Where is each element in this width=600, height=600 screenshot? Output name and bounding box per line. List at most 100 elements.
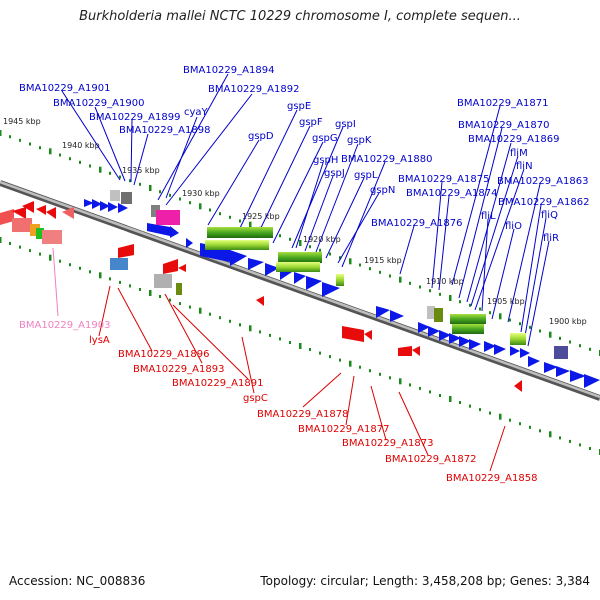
gene-label-reverse[interactable]: BMA10229_A1893 <box>133 364 224 375</box>
gene-label-forward[interactable]: gspG <box>312 133 338 144</box>
kbp-tick-mark <box>459 300 461 304</box>
kbp-label: 1915 kbp <box>364 256 402 265</box>
kbp-tick-mark <box>159 295 161 298</box>
kbp-tick-mark <box>549 431 552 438</box>
forward-leader-lines <box>61 73 550 347</box>
gene-label-forward[interactable]: BMA10229_A1863 <box>497 176 588 187</box>
kbp-tick-mark <box>119 280 121 284</box>
gene-label-forward[interactable]: BMA10229_A1876 <box>371 218 462 229</box>
gene-label-forward[interactable]: cyaY <box>184 107 209 118</box>
gene-label-reverse[interactable]: BMA10229_A1877 <box>298 424 389 435</box>
gene-label-forward[interactable]: BMA10229_A1871 <box>457 98 548 109</box>
kbp-tick-mark <box>479 307 481 311</box>
gene-label-forward[interactable]: BMA10229_A1894 <box>183 65 274 76</box>
kbp-tick-mark <box>369 267 371 271</box>
kbp-tick-mark <box>479 408 481 412</box>
kbp-tick-mark <box>239 323 241 327</box>
kbp-tick-mark <box>439 394 441 397</box>
gene-label-forward[interactable]: gspK <box>347 135 372 146</box>
kbp-label: 1905 kbp <box>487 297 525 306</box>
kbp-tick-mark <box>509 318 511 322</box>
kbp-label: 1900 kbp <box>549 317 587 326</box>
gene-label-forward[interactable]: BMA10229_A1862 <box>498 197 589 208</box>
gene-label-forward[interactable]: gspD <box>248 131 274 142</box>
gene-label-forward[interactable]: BMA10229_A1892 <box>208 84 299 95</box>
kbp-tick-mark <box>569 340 571 344</box>
kbp-tick-mark <box>229 215 231 219</box>
kbp-tick-mark <box>19 138 21 142</box>
gene-label-forward[interactable]: fliL <box>481 211 496 222</box>
kbp-tick-mark <box>409 281 411 285</box>
kbp-tick-mark <box>559 336 561 340</box>
gene-label-forward[interactable]: BMA10229_A1898 <box>119 125 210 136</box>
kbp-tick-mark <box>169 193 171 197</box>
gene-label-reverse[interactable]: BMA10229_A1878 <box>257 409 348 420</box>
gene-label-forward[interactable]: fliM <box>510 148 528 159</box>
kbp-tick-mark <box>359 365 361 369</box>
gene-label-reverse[interactable]: BMA10229_A1903 <box>19 320 110 331</box>
kbp-tick-mark <box>379 270 381 274</box>
kbp-tick-mark <box>229 319 231 323</box>
kbp-tick-mark <box>59 153 61 157</box>
gene-label-reverse[interactable]: gspC <box>243 393 268 404</box>
kbp-tick-mark <box>489 411 491 415</box>
kbp-tick-mark <box>539 429 541 433</box>
gene-label-forward[interactable]: fliQ <box>541 210 558 221</box>
kbp-label: 1925 kbp <box>242 212 280 221</box>
gene-label-reverse[interactable]: BMA10229_A1872 <box>385 454 476 465</box>
kbp-tick-mark <box>289 341 291 344</box>
kbp-tick-mark <box>109 277 111 281</box>
gene-label-reverse[interactable]: BMA10229_A1896 <box>118 349 209 360</box>
gene-label-forward[interactable]: BMA10229_A1875 <box>398 174 489 185</box>
kbp-tick-mark <box>129 179 131 183</box>
gene-label-forward[interactable]: BMA10229_A1870 <box>458 120 549 131</box>
gene-label-reverse[interactable]: BMA10229_A1873 <box>342 438 433 449</box>
kbp-tick-mark <box>239 219 241 223</box>
kbp-tick-mark <box>249 325 252 332</box>
kbp-tick-mark <box>309 348 311 351</box>
gene-label-forward[interactable]: gspN <box>370 185 395 196</box>
kbp-tick-mark <box>299 343 302 349</box>
kbp-tick-mark <box>299 240 302 246</box>
kbp-label: 1910 kbp <box>426 277 464 286</box>
gene-label-forward[interactable]: gspE <box>287 101 311 112</box>
kbp-tick-mark <box>139 182 141 186</box>
topology-text: Topology: circular; Length: 3,458,208 bp… <box>260 574 590 588</box>
gene-label-reverse[interactable]: BMA10229_A1858 <box>446 473 537 484</box>
gene-label-forward[interactable]: gspJ <box>324 168 345 179</box>
gene-label-forward[interactable]: fliR <box>543 233 559 244</box>
kbp-tick-mark <box>549 331 552 338</box>
kbp-tick-mark <box>489 311 491 315</box>
gene-label-forward[interactable]: gspI <box>335 119 356 130</box>
kbp-tick-mark <box>559 436 561 440</box>
kbp-tick-mark <box>499 413 502 420</box>
kbp-tick-mark <box>349 258 352 265</box>
kbp-tick-mark <box>159 190 161 194</box>
reverse-gene-track <box>0 201 522 392</box>
gene-label-forward[interactable]: gspH <box>313 155 338 166</box>
gene-label-reverse[interactable]: BMA10229_A1891 <box>172 378 263 389</box>
kbp-tick-mark <box>379 372 381 376</box>
kbp-tick-mark <box>49 148 52 155</box>
kbp-tick-mark <box>279 234 281 238</box>
gene-label-forward[interactable]: BMA10229_A1874 <box>406 188 497 199</box>
gene-label-forward[interactable]: BMA10229_A1901 <box>19 83 110 94</box>
kbp-tick-mark <box>19 245 21 249</box>
kbp-tick-rail-lower <box>0 237 600 455</box>
kbp-tick-mark <box>439 292 441 296</box>
gene-label-forward[interactable]: BMA10229_A1899 <box>89 112 180 123</box>
accession-text: Accession: NC_008836 <box>9 574 146 588</box>
kbp-tick-mark <box>79 266 81 270</box>
gene-label-forward[interactable]: gspL <box>354 170 378 181</box>
gene-label-forward[interactable]: gspF <box>299 117 323 128</box>
gene-label-forward[interactable]: BMA10229_A1880 <box>341 154 432 165</box>
gene-label-forward[interactable]: fliN <box>516 161 533 172</box>
kbp-tick-mark <box>9 242 11 245</box>
gene-label-forward[interactable]: BMA10229_A1869 <box>468 134 559 145</box>
gene-label-forward[interactable]: BMA10229_A1900 <box>53 98 144 109</box>
gene-label-reverse[interactable]: lysA <box>89 335 110 346</box>
gene-label-forward[interactable]: fliO <box>505 221 522 232</box>
kbp-tick-mark <box>579 344 581 348</box>
kbp-tick-mark <box>179 302 181 306</box>
